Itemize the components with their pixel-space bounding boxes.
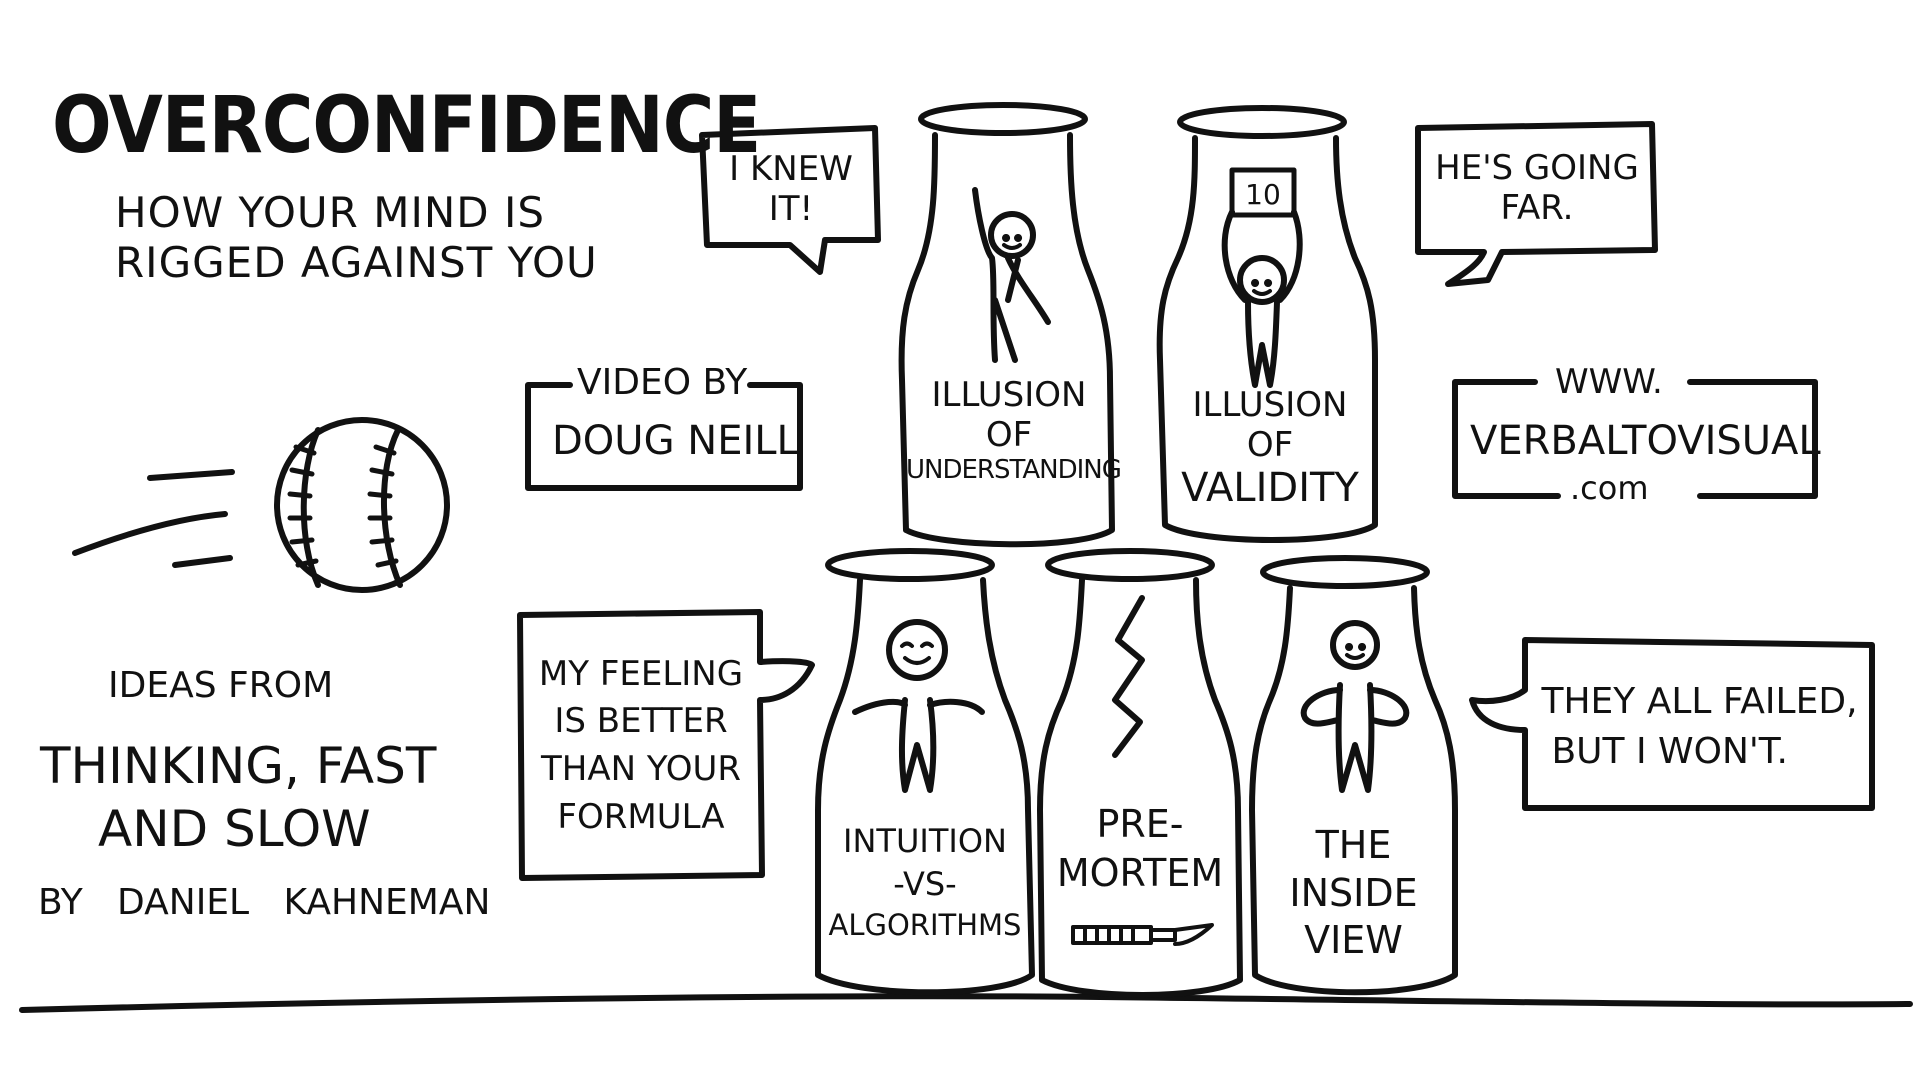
label-line: -VS- [893,865,957,904]
subtitle-line-2: RIGGED AGAINST YOU [115,237,598,287]
video-credit-label: VIDEO BY [577,362,748,403]
label-line: ALGORITHMS [828,908,1022,943]
label-line: INSIDE [1289,870,1418,915]
speech-bubble-feeling: MY FEELING IS BETTER THAN YOUR FORMULA [522,620,760,872]
label-line: OF [985,415,1033,456]
website-domain: VERBALTOVISUAL [1470,418,1821,464]
speech-bubble-feeling-outline [517,609,815,881]
bubble-line: THAN YOUR [540,749,741,789]
bubble-line: FORMULA [557,796,725,837]
bottle-pre-mortem [1037,548,1243,998]
book-intro: IDEAS FROM [108,665,334,706]
scalpel-icon [1071,923,1214,946]
label-line: INTUITION [843,822,1007,860]
video-credit-name: DOUG NEILL [552,418,799,464]
baseball-icon [72,417,450,593]
bubble-line: I KNEW [729,148,853,189]
website-prefix: WWW. [1555,362,1663,402]
speech-bubble-going-far-outline [1415,121,1658,287]
label-line: MORTEM [1056,851,1224,896]
website-box [1452,379,1818,499]
video-credit-box [525,382,803,491]
book-title-line-1: THINKING, FAST [40,737,437,795]
label-line: PRE- [1096,802,1184,846]
bubble-line: HE'S GOING [1435,147,1639,188]
speech-bubble-knew-it: I KNEW IT! [707,136,875,242]
label-line: OF [1246,425,1294,466]
bottle-label-illusion-of-validity: ILLUSION OF VALIDITY [1165,385,1375,512]
website-suffix: .COM [1570,469,1649,507]
ground-line [19,993,1913,1013]
bubble-line: IS BETTER [554,701,728,742]
label-line: ILLUSION [931,375,1087,415]
score-card-value: 10 [1245,178,1281,211]
label-line: VIEW [1304,918,1403,962]
label-line: UNDERSTANDING [906,455,1122,486]
bottle-inside-view [1249,555,1458,996]
bubble-line: MY FEELING [538,653,744,694]
bubble-line: FAR. [1500,188,1574,228]
bottle-label-intuition-vs-algorithms: INTUITION -VS- ALGORITHMS [818,820,1032,946]
subtitle-line-1: HOW YOUR MIND IS [115,188,545,237]
score-card-icon [1229,167,1297,218]
label-line: VALIDITY [1181,465,1359,512]
page-title: OVERCONFIDENCE [52,81,761,171]
label-line: THE [1315,823,1392,867]
bottle-illusion-of-validity [1156,105,1378,543]
speech-bubble-going-far: HE'S GOING FAR. [1420,128,1654,248]
bubble-line: THEY ALL FAILED, [1541,680,1858,722]
speech-bubble-failed: THEY ALL FAILED, BUT I WON'T. [1527,648,1872,806]
book-author: BY DANIEL KAHNEMAN [38,882,491,923]
bottle-label-illusion-of-understanding: ILLUSION OF UNDERSTANDING [906,375,1122,486]
bottle-label-inside-view: THE INSIDE VIEW [1252,822,1455,965]
bottle-intuition-vs-algorithms [815,548,1035,996]
book-title-line-2: AND SLOW [98,800,371,858]
speech-bubble-knew-it-outline [699,125,881,275]
speech-bubble-failed-outline [1469,637,1875,811]
bottle-label-pre-mortem: PRE- MORTEM [1040,800,1240,899]
page-subtitle: HOW YOUR MIND IS RIGGED AGAINST YOU [115,188,598,287]
bubble-line: BUT I WON'T. [1551,731,1788,772]
bubble-line: IT! [768,189,814,229]
bottle-illusion-of-understanding [898,102,1115,548]
label-line: ILLUSION [1192,385,1348,425]
